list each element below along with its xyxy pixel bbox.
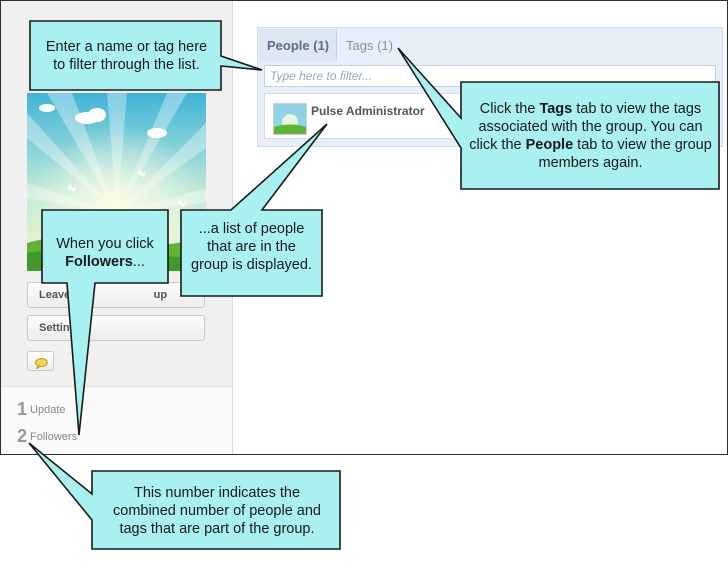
updates-label: Update: [30, 404, 66, 416]
member-name[interactable]: Pulse Administrator: [311, 104, 425, 118]
chat-button[interactable]: [27, 351, 54, 371]
followers-label: Followers: [30, 431, 78, 443]
speech-bubble-icon: [35, 356, 48, 374]
callout-list-text: ...a list of people that are in the grou…: [191, 221, 312, 273]
callout-tags-bold1: Tags: [539, 101, 573, 117]
group-stats: [1, 386, 232, 454]
callout-followers-bold: Followers: [65, 254, 133, 270]
tab-people[interactable]: People (1): [259, 29, 337, 61]
updates-count: 1: [17, 399, 28, 419]
followers-count: 2: [17, 426, 28, 446]
callout-list: ...a list of people that are in the grou…: [189, 220, 314, 274]
callout-filter: Enter a name or tag here to filter throu…: [34, 38, 219, 74]
callout-tags-pre: Click the: [479, 101, 540, 117]
callout-followers-pre: When you click: [56, 236, 154, 252]
callout-tags: Click the Tags tab to view the tags asso…: [468, 100, 713, 172]
callout-followers: When you click Followers...: [46, 235, 164, 271]
callout-list-bubble: [180, 123, 328, 297]
callout-tags-mid: tab to view the tags associated with the…: [469, 101, 703, 153]
callout-tags-bubble: [397, 47, 720, 190]
group-image: [27, 93, 206, 271]
settings-button[interactable]: Settings: [27, 315, 205, 341]
leave-group-label-tail: up: [153, 289, 168, 301]
callout-tags-post: tab to view the group members again.: [538, 137, 712, 171]
callout-count-text: This number indicates the combined numbe…: [113, 485, 321, 537]
callout-filter-line1: Enter a name or tag here: [45, 39, 208, 55]
callout-tags-bold2: People: [525, 137, 574, 153]
callout-count: This number indicates the combined numbe…: [104, 484, 330, 538]
callout-followers-post: ...: [132, 254, 145, 270]
tab-tags[interactable]: Tags (1): [346, 38, 393, 53]
callout-filter-line2: to filter through the list.: [53, 57, 200, 73]
callout-filter-bubble: [29, 20, 263, 91]
avatar: [273, 103, 307, 135]
callout-count-bubble: [28, 442, 341, 550]
callout-followers-bubble: [41, 209, 169, 436]
